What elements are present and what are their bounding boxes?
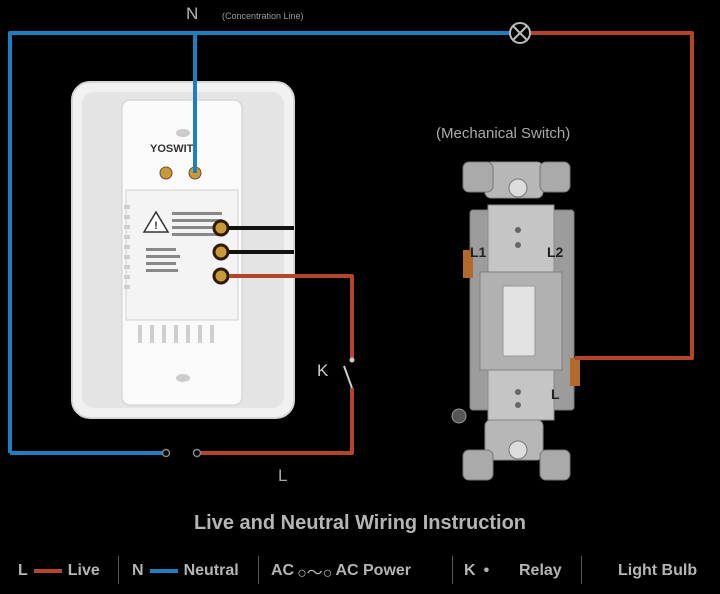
legend-ac-text: AC Power (335, 562, 412, 579)
legend-ac: AC ○〜○ AC Power (271, 554, 411, 588)
legend: L Live N Neutral AC ○〜○ AC Power K • Rel… (0, 554, 720, 588)
live-wire-lamp (530, 31, 694, 360)
terminal-2 (212, 243, 230, 261)
legend-relay-text: Relay (519, 562, 562, 579)
mount-screw-top (176, 129, 190, 137)
terminal-top-left (159, 166, 173, 180)
neutral-swatch (149, 569, 178, 573)
smart-switch: ! YOSWIT (71, 81, 295, 419)
legend-relay-key-group: K • (464, 554, 489, 588)
ac-terminal-live (192, 448, 202, 458)
light-bulb-icon (509, 22, 531, 44)
module-fine-print (146, 212, 222, 272)
diagram-title: Live and Neutral Wiring Instruction (193, 512, 527, 534)
ac-symbol-icon: ○〜○ (297, 565, 333, 582)
live-wire-relay (200, 274, 354, 455)
legend-live-text: Live (67, 562, 100, 579)
toggle-lever (502, 285, 536, 357)
terminal-label-l2: L2 (547, 244, 564, 260)
switch-mount-bottom (484, 419, 544, 461)
relay-dot-icon: • (483, 562, 490, 579)
mechanical-switch-label: (Mechanical Switch) (436, 125, 571, 142)
legend-ac-key: AC (271, 562, 295, 579)
terminal-label-l1: L1 (470, 244, 487, 260)
terminal-L (570, 358, 580, 386)
ac-terminal-neutral (161, 448, 171, 458)
neutral-wire (8, 31, 510, 453)
legend-bulb: Light Bulb (618, 554, 697, 588)
terminal-1 (212, 219, 230, 237)
switch-screw-top (508, 178, 528, 198)
wires (8, 31, 694, 455)
ground-screw (451, 408, 467, 424)
terminal-label-l: L (551, 386, 560, 402)
module-vents (124, 205, 214, 343)
mount-screw-bottom (176, 374, 190, 382)
legend-neutral-key: N (132, 562, 144, 579)
terminal-3 (212, 267, 230, 285)
relay-label: K (317, 361, 329, 380)
relay-contact (343, 357, 360, 389)
switch-screw-bottom (508, 440, 528, 460)
legend-bulb-text: Light Bulb (618, 562, 698, 579)
legend-relay: Relay (519, 554, 562, 588)
legend-live: L Live (18, 554, 100, 588)
legend-neutral: N Neutral (132, 554, 239, 588)
brand-logo: YOSWIT (150, 143, 194, 155)
warning-icon (142, 210, 170, 233)
legend-relay-key: K (464, 562, 476, 579)
live-label: L (278, 466, 288, 485)
terminal-L1 (463, 250, 473, 278)
legend-neutral-text: Neutral (183, 562, 239, 579)
neutral-label: N (186, 4, 199, 23)
svg-text:!: ! (154, 220, 158, 232)
neutral-note: (Concentration Line) (222, 11, 304, 21)
legend-live-key: L (18, 562, 28, 579)
live-swatch (33, 569, 62, 573)
mechanical-switch (451, 161, 580, 481)
